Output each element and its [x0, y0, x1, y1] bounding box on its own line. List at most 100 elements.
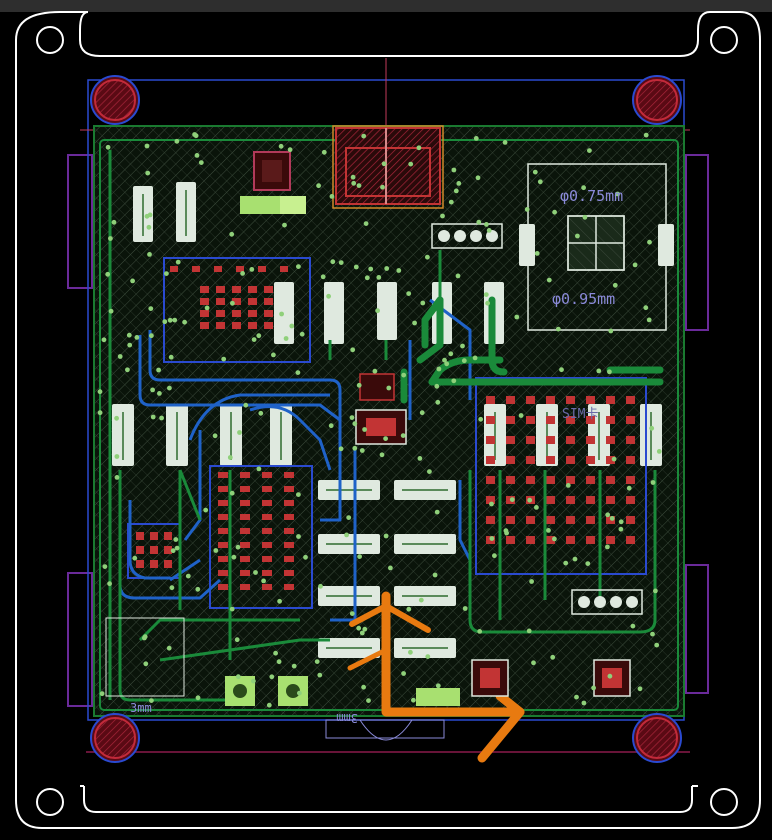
smd-pad — [200, 286, 209, 293]
smd-pad — [606, 456, 615, 464]
via — [243, 402, 249, 408]
via — [361, 684, 366, 690]
via — [451, 378, 457, 384]
crystal-component — [240, 151, 306, 214]
smd-pad — [566, 496, 575, 504]
via — [266, 702, 272, 708]
dim-label-left: 3mm — [130, 701, 152, 715]
via — [182, 319, 188, 325]
via — [436, 366, 442, 372]
smd-pad — [546, 496, 555, 504]
smd-pad — [606, 396, 615, 404]
smd-pad — [566, 456, 575, 464]
smd-pad — [606, 536, 615, 544]
smd-pad — [216, 310, 225, 317]
via — [527, 497, 533, 503]
smd-pad — [150, 532, 158, 540]
smd-pad — [566, 436, 575, 444]
via — [386, 385, 392, 391]
smd-pad — [546, 436, 555, 444]
smd-pad — [216, 298, 225, 305]
via — [167, 317, 173, 323]
via — [102, 564, 108, 569]
smd-pad — [192, 266, 200, 272]
red-pad-grids — [136, 266, 635, 590]
via — [108, 236, 113, 241]
via — [271, 352, 276, 358]
via — [130, 278, 136, 284]
smd-pad — [284, 472, 294, 478]
smd-pad — [486, 456, 495, 464]
via — [359, 448, 365, 453]
smd-pad — [486, 416, 495, 424]
via — [582, 214, 588, 220]
frame-outline — [15, 11, 761, 829]
via — [537, 179, 543, 185]
via — [303, 554, 308, 560]
via — [249, 267, 255, 272]
via — [451, 167, 457, 173]
via — [296, 264, 301, 269]
smd-pad — [232, 322, 241, 329]
via — [235, 544, 241, 550]
via — [456, 181, 462, 186]
via — [363, 221, 369, 227]
smd-pad — [262, 486, 272, 492]
sim-label: SIM卡 — [562, 407, 598, 422]
via — [420, 300, 426, 306]
smd-pad — [486, 476, 495, 484]
via — [269, 674, 275, 680]
via — [529, 579, 534, 584]
smd-pad — [170, 266, 178, 272]
via — [105, 144, 111, 150]
via — [251, 678, 256, 684]
smd-pad — [566, 516, 575, 524]
via — [388, 565, 393, 571]
via — [366, 698, 371, 703]
via — [417, 456, 423, 461]
via — [400, 433, 406, 438]
pad-slits — [122, 190, 652, 649]
via — [328, 423, 334, 429]
smd-pad — [606, 416, 615, 424]
via — [361, 133, 367, 139]
via — [581, 700, 587, 706]
via — [472, 355, 478, 361]
via — [653, 588, 658, 594]
via — [162, 319, 168, 325]
via — [448, 351, 454, 357]
smd-pad — [486, 396, 495, 404]
via — [314, 659, 320, 664]
via — [546, 277, 552, 283]
via — [114, 454, 120, 459]
via — [279, 311, 284, 317]
via — [630, 623, 636, 629]
via — [432, 572, 438, 578]
smd-pad — [284, 584, 294, 590]
via — [195, 586, 201, 592]
via — [349, 415, 355, 420]
via — [338, 446, 344, 452]
via — [204, 305, 210, 311]
smd-pad — [216, 322, 225, 329]
smd-pad — [236, 266, 244, 272]
via — [605, 544, 610, 550]
via — [194, 153, 200, 158]
via — [486, 228, 492, 233]
via — [632, 262, 638, 268]
via — [168, 354, 174, 360]
via — [646, 317, 652, 323]
via — [654, 642, 660, 648]
via — [383, 436, 388, 441]
smd-pad — [264, 310, 273, 317]
corner-mounting-pads — [90, 75, 682, 763]
via — [368, 266, 374, 272]
via — [473, 136, 479, 141]
via — [596, 368, 602, 374]
via — [261, 578, 266, 584]
via — [364, 275, 370, 281]
via — [359, 630, 365, 636]
vias — [97, 132, 662, 708]
via — [349, 611, 355, 616]
